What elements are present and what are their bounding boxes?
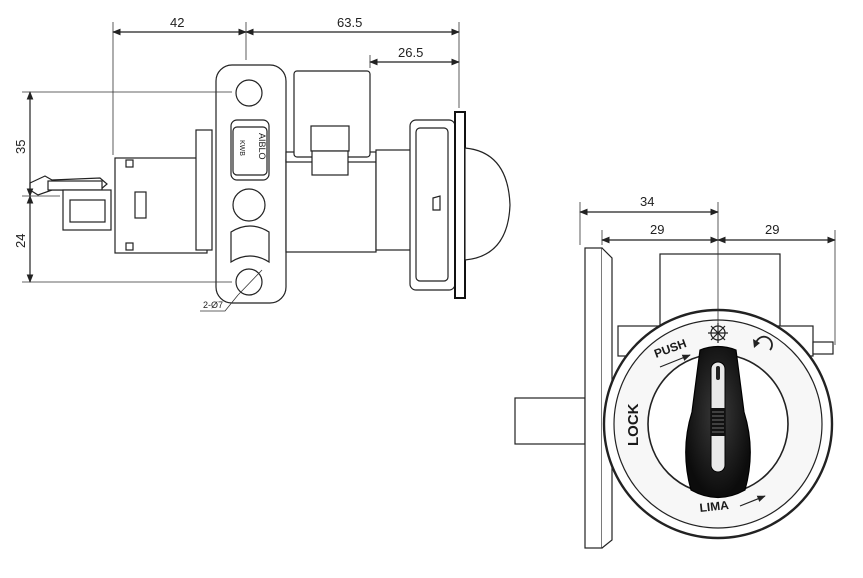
power-off-icon bbox=[753, 335, 773, 351]
front-knob-profile bbox=[464, 147, 511, 261]
dim-front-left: 29 bbox=[650, 222, 664, 237]
side-view: AIBLO KWB 42 63.5 26.5 35 bbox=[13, 15, 511, 312]
dim-front-depth: 26.5 bbox=[398, 45, 423, 60]
dim-width-left: 42 bbox=[170, 15, 184, 30]
dim-height-upper: 35 bbox=[13, 140, 28, 154]
front-stem bbox=[514, 397, 586, 445]
connector-terminals bbox=[29, 175, 112, 231]
dim-width-right: 63.5 bbox=[337, 15, 362, 30]
rear-housing bbox=[114, 157, 208, 254]
dim-front-width: 34 bbox=[640, 194, 654, 209]
mount-hole-top bbox=[235, 79, 263, 107]
label-lock: LOCK bbox=[625, 403, 642, 446]
block-text-2: KWB bbox=[238, 140, 245, 156]
mount-hole-bottom bbox=[235, 268, 263, 296]
front-plate bbox=[584, 247, 603, 549]
dim-front-right: 29 bbox=[765, 222, 779, 237]
label-lima: LIMA bbox=[699, 498, 730, 515]
dim-height-lower: 24 bbox=[13, 234, 28, 248]
block-text-1: AIBLO bbox=[257, 133, 267, 160]
hole-note: 2-Ø7 bbox=[203, 300, 223, 310]
front-view: PUSH LOCK LIMA 34 29 29 bbox=[514, 194, 836, 549]
